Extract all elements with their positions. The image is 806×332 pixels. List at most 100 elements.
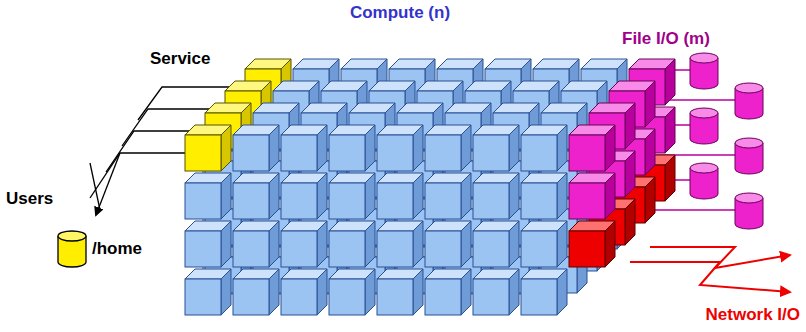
- cube-side: [665, 59, 675, 105]
- cube: [281, 221, 327, 267]
- cube-front: [473, 183, 509, 219]
- disk-top: [735, 83, 763, 93]
- cube-front: [473, 231, 509, 267]
- cube-side: [605, 221, 615, 267]
- cube-front: [281, 231, 317, 267]
- disk-top: [690, 53, 718, 63]
- cube: [473, 125, 519, 171]
- cube: [329, 269, 375, 315]
- cube: [185, 221, 231, 267]
- cube-front: [425, 135, 461, 171]
- cube: [281, 269, 327, 315]
- path-label: /home: [92, 240, 142, 259]
- cube-front: [329, 135, 365, 171]
- cube-front: [569, 135, 605, 171]
- cube: [185, 125, 231, 171]
- group-label: Compute (n): [350, 4, 450, 23]
- group-label: Network I/O: [706, 306, 800, 325]
- cube-grid: [185, 59, 675, 315]
- disk-top: [690, 108, 718, 118]
- cube: [521, 173, 567, 219]
- cube-front: [233, 183, 269, 219]
- cube-front: [377, 183, 413, 219]
- cube: [185, 173, 231, 219]
- cube: [425, 221, 471, 267]
- cube-front: [521, 279, 557, 315]
- cube: [521, 125, 567, 171]
- cube: [521, 221, 567, 267]
- cube: [329, 173, 375, 219]
- cube: [425, 269, 471, 315]
- cube-side: [221, 173, 231, 219]
- cube: [185, 269, 231, 315]
- cube-front: [329, 279, 365, 315]
- cube-side: [509, 221, 519, 267]
- cube-front: [377, 279, 413, 315]
- cube-side: [461, 269, 471, 315]
- cube-side: [221, 221, 231, 267]
- cube-side: [625, 151, 635, 197]
- cube-side: [269, 173, 279, 219]
- cube-side: [557, 269, 567, 315]
- cube-side: [365, 173, 375, 219]
- cube-front: [569, 183, 605, 219]
- disk-top: [690, 163, 718, 173]
- cube-front: [233, 231, 269, 267]
- cube-side: [365, 125, 375, 171]
- cube-side: [317, 269, 327, 315]
- cube: [377, 173, 423, 219]
- cube-front: [473, 279, 509, 315]
- users-disk: [58, 231, 86, 267]
- disk-top: [735, 138, 763, 148]
- cube: [377, 221, 423, 267]
- cube-side: [509, 173, 519, 219]
- cube-side: [605, 125, 615, 171]
- cube: [521, 269, 567, 315]
- cube-side: [413, 221, 423, 267]
- cube-side: [221, 269, 231, 315]
- cube-side: [557, 125, 567, 171]
- cube: [425, 173, 471, 219]
- user-label: Users: [6, 190, 53, 209]
- cube-side: [413, 269, 423, 315]
- cube-front: [377, 135, 413, 171]
- service-line: [90, 153, 185, 198]
- cube-side: [317, 173, 327, 219]
- cube-side: [365, 269, 375, 315]
- cube-front: [521, 183, 557, 219]
- cube-side: [461, 221, 471, 267]
- cube-front: [377, 231, 413, 267]
- cube: [329, 221, 375, 267]
- cube-side: [221, 125, 231, 171]
- cube-side: [269, 269, 279, 315]
- cube-side: [461, 173, 471, 219]
- cube-front: [425, 183, 461, 219]
- cube-side: [605, 173, 615, 219]
- cube: [569, 173, 615, 219]
- cube-front: [281, 135, 317, 171]
- cube-front: [569, 231, 605, 267]
- cube-front: [329, 231, 365, 267]
- cube-side: [625, 103, 635, 149]
- group-label: File I/O (m): [622, 30, 710, 49]
- cube-side: [413, 125, 423, 171]
- cube: [233, 125, 279, 171]
- cube-side: [645, 81, 655, 127]
- cube: [233, 173, 279, 219]
- cube-side: [665, 107, 675, 153]
- cube: [569, 125, 615, 171]
- cube-front: [281, 183, 317, 219]
- cube: [569, 221, 615, 267]
- cube-side: [365, 221, 375, 267]
- cube: [233, 221, 279, 267]
- cube-front: [233, 279, 269, 315]
- cube-side: [645, 129, 655, 175]
- cube-front: [233, 135, 269, 171]
- cube-side: [509, 269, 519, 315]
- cube-side: [665, 155, 675, 201]
- service-line: [90, 163, 100, 210]
- cube-side: [269, 221, 279, 267]
- cube: [473, 221, 519, 267]
